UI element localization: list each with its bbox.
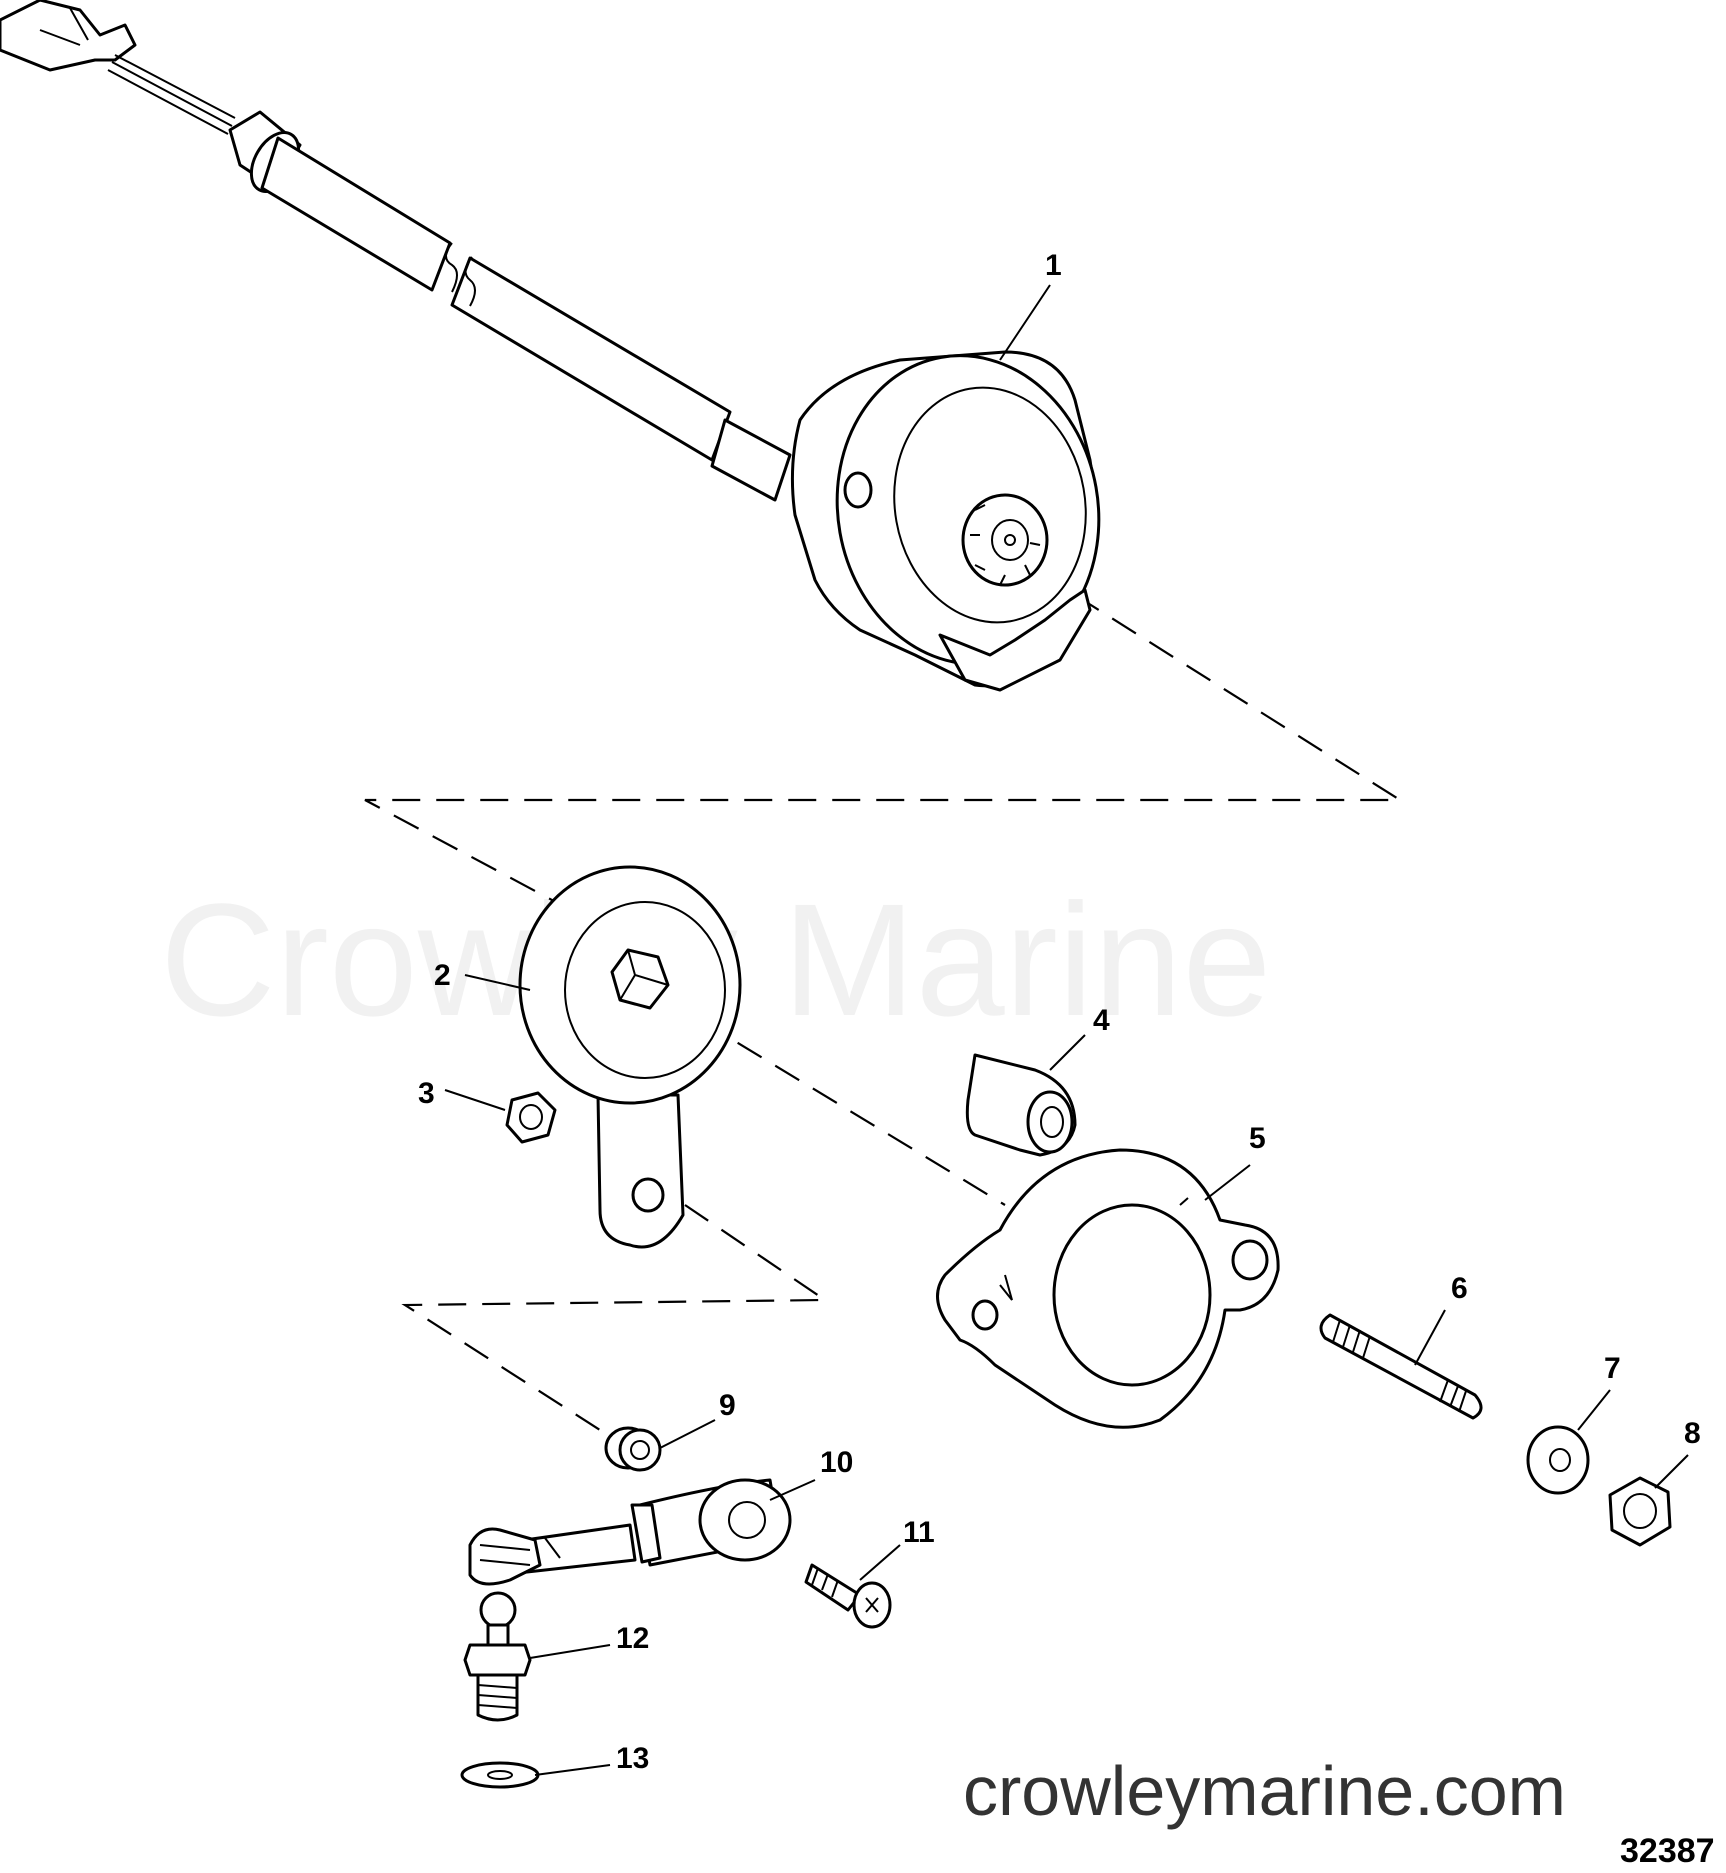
callout-2: 2 — [434, 959, 451, 992]
callout-13: 13 — [616, 1742, 649, 1775]
part-2-sensor-lever — [518, 865, 742, 1249]
part-9-bushing — [604, 1426, 662, 1472]
website-url: crowleymarine.com — [963, 1752, 1566, 1830]
part-1-trim-sensor — [0, 0, 1101, 692]
callout-9: 9 — [719, 1389, 736, 1422]
part-5-sensor-bracket — [936, 1148, 1280, 1429]
callout-3: 3 — [418, 1077, 435, 1110]
part-3-nut — [505, 1091, 557, 1144]
part-7-washer — [1526, 1425, 1590, 1495]
callout-4: 4 — [1093, 1004, 1110, 1037]
part-13-washer — [460, 1761, 540, 1789]
part-6-stud — [1319, 1313, 1483, 1420]
callout-10: 10 — [820, 1446, 853, 1479]
callout-1: 1 — [1045, 249, 1062, 282]
callout-numbers: 1 2 3 4 5 6 7 8 9 10 11 12 13 — [418, 249, 1701, 1775]
exploded-view-lines — [364, 594, 1404, 1431]
part-12-ball-stud — [463, 1591, 532, 1722]
part-8-hex-nut — [1608, 1476, 1672, 1547]
callout-7: 7 — [1604, 1352, 1621, 1385]
callout-8: 8 — [1684, 1417, 1701, 1450]
part-11-screw — [804, 1563, 892, 1629]
figure-number: 32387 — [1620, 1832, 1715, 1870]
part-4-spacer — [965, 1053, 1077, 1157]
callout-6: 6 — [1451, 1272, 1468, 1305]
callout-11: 11 — [903, 1516, 935, 1549]
part-10-link-rod — [468, 1478, 792, 1586]
leader-lines — [444, 284, 1689, 1776]
callout-12: 12 — [616, 1622, 649, 1655]
callout-5: 5 — [1249, 1122, 1266, 1155]
